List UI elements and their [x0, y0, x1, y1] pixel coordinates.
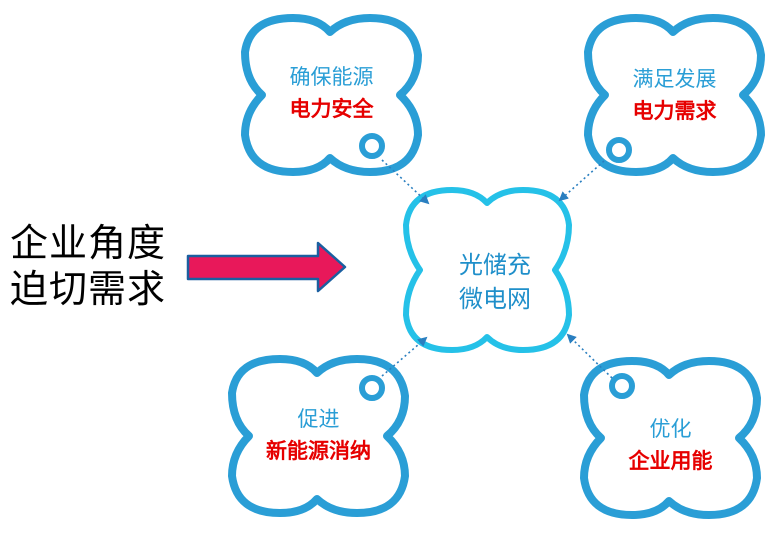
node-top-right-line2: 电力需求: [632, 99, 717, 123]
cloud-top-right: [584, 14, 765, 176]
connector-arrow-top-right: [558, 160, 605, 202]
connector-knob: [609, 373, 635, 399]
left-heading-line1: 企业角度: [10, 221, 167, 265]
right-arrow-icon: [186, 241, 347, 293]
node-top-left-line2: 电力安全: [289, 97, 374, 121]
node-bottom-right-text: 优化 企业用能: [584, 413, 757, 477]
left-heading: 企业角度 迫切需求: [10, 220, 166, 312]
cloud-bottom-right: [580, 357, 761, 519]
cloud-center: [403, 187, 572, 353]
node-bottom-left-text: 促进 新能源消纳: [232, 403, 405, 467]
cloud-top-left: [241, 14, 422, 176]
node-top-right-line1: 满足发展: [632, 67, 717, 91]
node-bottom-right-line2: 企业用能: [628, 449, 713, 473]
connector-knob: [359, 133, 385, 159]
node-top-left-text: 确保能源 电力安全: [245, 61, 418, 125]
node-top-left-line1: 确保能源: [289, 65, 374, 89]
node-top-right-text: 满足发展 电力需求: [588, 63, 761, 127]
center-label: 光储充 微电网: [420, 248, 570, 316]
node-bottom-left-line1: 促进: [297, 407, 340, 431]
connector-knob: [359, 375, 385, 401]
node-bottom-left-line2: 新能源消纳: [266, 439, 371, 463]
cloud-bottom-left: [228, 355, 409, 517]
connector-arrow-bottom-right: [566, 333, 613, 379]
center-label-line2: 微电网: [459, 285, 531, 313]
center-label-line1: 光储充: [459, 251, 531, 279]
connector-knob: [606, 137, 632, 163]
node-bottom-right-line1: 优化: [649, 417, 692, 441]
left-heading-line2: 迫切需求: [10, 267, 167, 311]
connector-arrow-top-left: [381, 159, 430, 205]
